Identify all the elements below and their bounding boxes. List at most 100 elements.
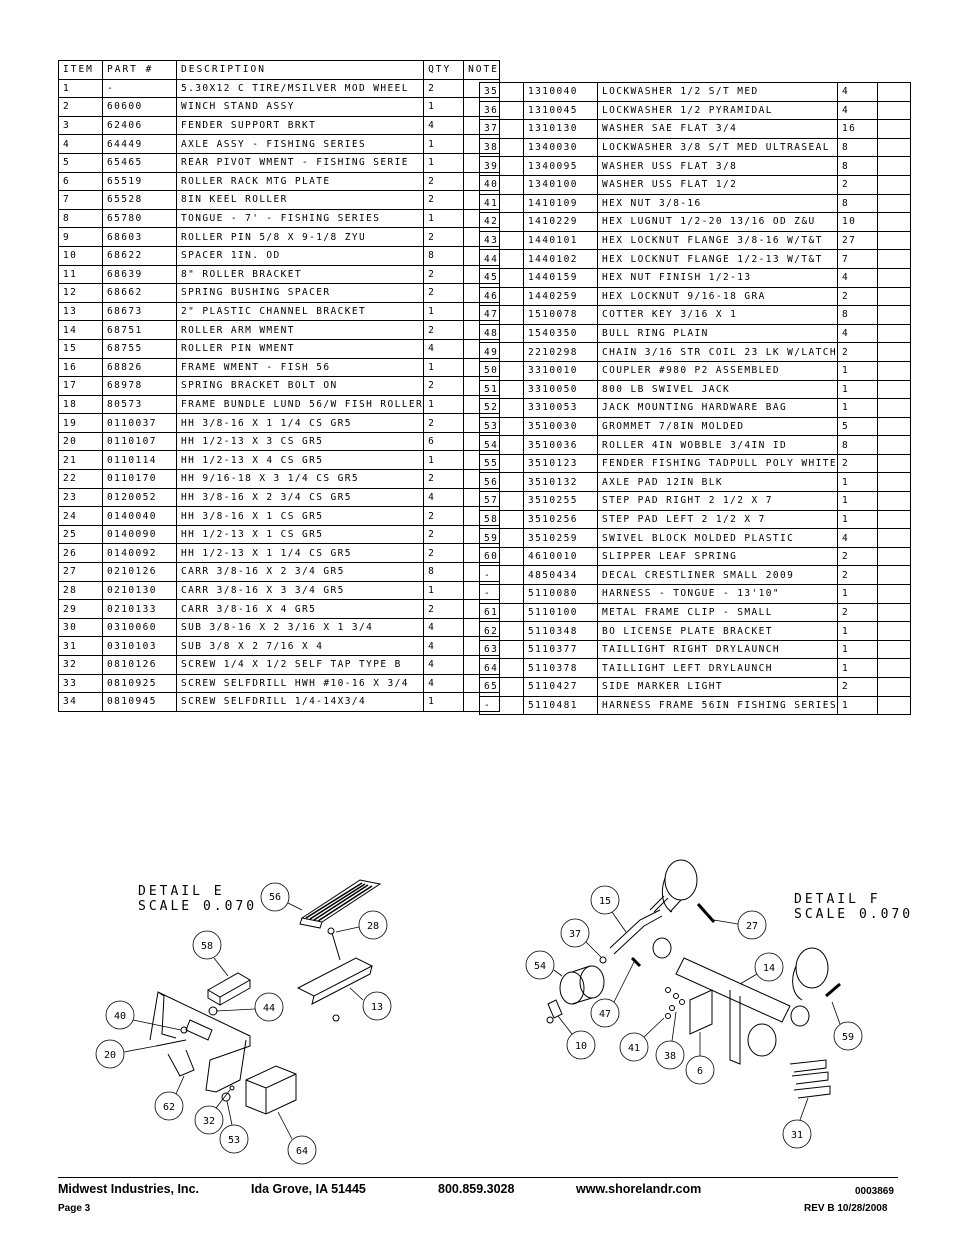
cell-part-number: 3510030 [523, 416, 598, 437]
nut-c [669, 1005, 675, 1011]
cell-qty: 1 [423, 394, 465, 415]
roller-right-edge [792, 965, 803, 1001]
cell-part-number: 3510132 [523, 472, 598, 493]
cell-description: BULL RING PLAIN [597, 323, 838, 344]
callout-10-label: 10 [575, 1041, 587, 1052]
axle-pad-edge [299, 917, 323, 929]
callout-38: 38 [655, 1011, 685, 1070]
cotter-key-shape [630, 956, 642, 968]
cell-part-number: 3510123 [523, 453, 598, 474]
callout-28: 28 [335, 910, 388, 940]
cell-note [876, 491, 911, 511]
cell-description: SPACER 1IN. OD [175, 245, 425, 266]
frame-bracket-edge [157, 991, 177, 1039]
cell-description: HH 3/8-16 X 2 3/4 CS GR5 [175, 487, 425, 508]
cell-note [876, 249, 911, 269]
cell-description: HEX LOCKNUT FLANGE 1/2-13 W/T&T [597, 249, 838, 269]
callout-58-label: 58 [201, 941, 213, 952]
roller-top-left-edge [661, 877, 682, 913]
axle-pad-ribs [305, 882, 373, 922]
cell-part-number: 3510036 [523, 435, 598, 455]
roller-right-shape [795, 947, 829, 989]
cell-note [876, 695, 911, 716]
roller-pin-end [649, 895, 669, 913]
carriage-bolt-shape [331, 932, 341, 961]
cell-qty: 2 [423, 506, 465, 526]
u-bolt-shape [789, 1059, 831, 1099]
detail-f-parts [546, 859, 841, 1099]
callout-62-label: 62 [163, 1102, 175, 1113]
detail-e-scale: SCALE 0.070 [138, 899, 258, 914]
callout-40-label: 40 [114, 1011, 126, 1022]
cell-part-number: 1440102 [523, 249, 598, 269]
cell-part-number: 3310050 [523, 379, 598, 400]
callout-15-label: 15 [599, 896, 611, 907]
callout-62: 62 [154, 1075, 185, 1121]
callout-56-label: 56 [269, 892, 281, 903]
callout-6: 6 [685, 1032, 715, 1085]
cell-note [876, 416, 911, 437]
cell-part-number: 1440101 [523, 230, 598, 251]
cell-qty: 2 [836, 286, 878, 307]
callout-13: 13 [349, 987, 392, 1021]
cell-part-number: 0120052 [102, 487, 177, 508]
callout-14: 14 [739, 952, 784, 985]
callout-58: 58 [192, 930, 229, 977]
detail-e-label: DETAIL E SCALE 0.070 [138, 884, 257, 914]
cell-part-number: 68673 [102, 301, 177, 322]
cell-part-number: 68622 [102, 245, 177, 266]
cell-qty: 2 [836, 342, 878, 362]
detail-f-scale: SCALE 0.070 [794, 907, 914, 922]
cell-part-number: 68639 [102, 264, 177, 285]
callout-37: 37 [560, 918, 602, 958]
callout-32: 32 [194, 1089, 231, 1135]
cell-description: FRAME WMENT - FISH 56 [175, 357, 425, 378]
cell-item: 48 [479, 323, 524, 344]
cell-qty: 4 [836, 267, 878, 288]
detail-e-parts [149, 879, 382, 1115]
nut-shape [332, 1014, 340, 1022]
callout-32-label: 32 [203, 1116, 215, 1127]
cell-description: 8" ROLLER BRACKET [175, 264, 425, 285]
cell-item: 55 [479, 453, 524, 474]
cell-note [876, 453, 911, 474]
cell-part-number: 3310010 [523, 360, 598, 381]
roller-rack-plate-shape [689, 989, 713, 1035]
cell-description: SPRING BUSHING SPACER [175, 283, 425, 303]
footer-doc-number: 0003869 [855, 1186, 894, 1197]
taillight-shape [245, 1065, 297, 1115]
callout-20: 20 [95, 1039, 157, 1069]
cell-item: 19 [58, 413, 103, 433]
carriage-bolt-head [327, 927, 335, 935]
cell-part-number: 5110481 [523, 695, 598, 716]
cell-note [876, 379, 911, 400]
cell-note [876, 305, 911, 325]
screw-shape [229, 1085, 235, 1091]
roller-54-back [579, 965, 605, 999]
bolt-shaft-shape [155, 1039, 187, 1047]
footer-company: Midwest Industries, Inc. [58, 1182, 199, 1196]
callout-44: 44 [215, 992, 284, 1022]
cell-description: STEP PAD RIGHT 2 1/2 X 7 [597, 491, 838, 511]
callout-28-label: 28 [367, 921, 379, 932]
roller-pin-shape [609, 909, 663, 955]
cell-item: 50 [479, 360, 524, 381]
